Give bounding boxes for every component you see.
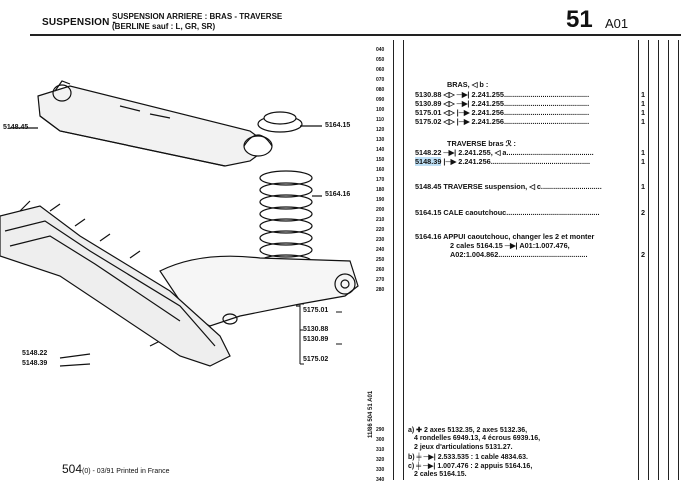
line-numbers-top: 040 050 060 070 080 090 100 110 120 130 140 150 160 1… bbox=[376, 45, 384, 295]
parts-row: 5148.45 TRAVERSE suspension, ◁ c........… bbox=[415, 182, 602, 191]
line-number: 060 bbox=[376, 67, 385, 73]
callout-5148-22: 5148.22 bbox=[22, 350, 48, 357]
parts-row-text: |─▶ 2.241.256...........................… bbox=[441, 157, 591, 166]
line-number: 160 bbox=[376, 167, 385, 173]
footer-sub: (0) - 03/91 Printed in France bbox=[82, 468, 170, 475]
note-a-2: 4 rondelles 6949.13, 4 écrous 6939.16, bbox=[414, 435, 541, 442]
qty: 1 bbox=[641, 182, 646, 191]
table-border-left bbox=[393, 40, 394, 480]
qty: 1 bbox=[641, 157, 646, 166]
callout-5130-88: 5130.88 bbox=[303, 326, 329, 333]
page-title: SUSPENSION ARRIERE : BRAS - TRAVERSE (BE… bbox=[112, 12, 282, 32]
line-number: 260 bbox=[376, 267, 385, 273]
parts-row: 5164.16 APPUI caoutchouc, changer les 2 … bbox=[415, 232, 595, 241]
line-number: 100 bbox=[376, 107, 385, 113]
table-border-right bbox=[678, 40, 679, 480]
note-a-3: 2 jeux d'articulations 5131.27. bbox=[414, 444, 513, 451]
table-border-c bbox=[658, 40, 659, 480]
line-number: 290 bbox=[376, 427, 385, 433]
title-line-2: (BERLINE sauf : L, GR, SR) bbox=[112, 22, 216, 31]
line-number: 120 bbox=[376, 127, 385, 133]
line-number: 280 bbox=[376, 287, 385, 293]
highlighted-ref: 5148.39 bbox=[415, 157, 442, 166]
title-line-1: SUSPENSION ARRIERE : BRAS - TRAVERSE bbox=[112, 12, 283, 21]
line-number: 130 bbox=[376, 137, 385, 143]
line-number: 220 bbox=[376, 227, 385, 233]
callout-5130-89: 5130.89 bbox=[303, 336, 329, 343]
callout-5148-39: 5148.39 bbox=[22, 360, 48, 367]
section-label: SUSPENSION - bbox=[42, 17, 117, 28]
note-c: c) ╪ ─▶| 1.007.476 : 2 appuis 5164.16, bbox=[408, 463, 533, 470]
page-number: 51 bbox=[566, 6, 593, 33]
parts-row: 5164.15 CALE caoutchouc.................… bbox=[415, 208, 600, 217]
table-border-a bbox=[403, 40, 404, 480]
parts-row: 5130.89 ◁▷ ─▶| 2.241.255................… bbox=[415, 99, 590, 108]
parts-row-cont: A02:1.004.862...........................… bbox=[450, 250, 588, 259]
parts-row: 5175.01 ◁▷ |─▶ 2.241.256................… bbox=[415, 108, 590, 117]
suspension-diagram bbox=[0, 80, 359, 367]
line-number: 330 bbox=[376, 467, 385, 473]
qty: 1 bbox=[641, 90, 646, 99]
note-c-2: 2 cales 5164.15. bbox=[414, 471, 467, 478]
header-rule bbox=[30, 34, 681, 36]
note-b: b) ╪ ─▶| 2.533.535 : 1 cable 4834.63. bbox=[408, 454, 528, 461]
line-number: 070 bbox=[376, 77, 385, 83]
parts-row-highlighted: 5148.39 |─▶ 2.241.256...................… bbox=[415, 157, 590, 166]
line-number: 040 bbox=[376, 47, 385, 53]
footer: 504(0) - 03/91 Printed in France bbox=[62, 462, 170, 476]
table-border-qty bbox=[638, 40, 639, 480]
line-numbers-bottom: 290 300 310 320 330 340 bbox=[376, 425, 384, 485]
line-number: 180 bbox=[376, 187, 385, 193]
page-sub: A01 bbox=[605, 16, 629, 31]
callout-5164-16: 5164.16 bbox=[325, 191, 351, 198]
callout-5148-45: 5148.45 bbox=[3, 124, 29, 131]
line-number: 270 bbox=[376, 277, 385, 283]
parts-row: 5148.22 ─▶| 2.241.255, ◁ a..............… bbox=[415, 148, 594, 157]
line-number: 080 bbox=[376, 87, 385, 93]
parts-row: 5175.02 ◁▷ |─▶ 2.241.256................… bbox=[415, 117, 590, 126]
line-number: 140 bbox=[376, 147, 385, 153]
side-code: 11/86 504 51 A01 bbox=[368, 390, 374, 438]
line-number: 090 bbox=[376, 97, 385, 103]
callout-5164-15: 5164.15 bbox=[325, 122, 351, 129]
qty: 2 bbox=[641, 208, 646, 217]
line-number: 250 bbox=[376, 257, 385, 263]
line-number: 170 bbox=[376, 177, 385, 183]
callout-bracket bbox=[299, 303, 342, 365]
line-number: 150 bbox=[376, 157, 385, 163]
line-number: 300 bbox=[376, 437, 385, 443]
line-number: 340 bbox=[376, 477, 385, 483]
callout-5175-02: 5175.02 bbox=[303, 356, 329, 363]
table-border-b bbox=[648, 40, 649, 480]
parts-row: 5130.88 ◁▷ ─▶| 2.241.255................… bbox=[415, 90, 590, 99]
line-number: 310 bbox=[376, 447, 385, 453]
parts-row-heading-bras: BRAS, ◁ b : bbox=[447, 80, 489, 89]
parts-row-cont: 2 cales 5164.15 ─▶| A01:1.007.476, bbox=[450, 241, 570, 250]
callout-5175-01: 5175.01 bbox=[303, 307, 329, 314]
qty: 1 bbox=[641, 117, 646, 126]
line-number: 200 bbox=[376, 207, 385, 213]
line-number: 050 bbox=[376, 57, 385, 63]
line-number: 320 bbox=[376, 457, 385, 463]
line-number: 210 bbox=[376, 217, 385, 223]
line-number: 190 bbox=[376, 197, 385, 203]
parts-row-heading-traverse: TRAVERSE bras ℛ : bbox=[447, 139, 516, 148]
qty: 1 bbox=[641, 108, 646, 117]
line-number: 110 bbox=[376, 117, 385, 123]
note-a: a) ✚ 2 axes 5132.35, 2 axes 5132.36, bbox=[408, 427, 528, 434]
qty: 1 bbox=[641, 99, 646, 108]
qty: 2 bbox=[641, 250, 646, 259]
table-border-d bbox=[668, 40, 669, 480]
line-number: 240 bbox=[376, 247, 385, 253]
qty: 1 bbox=[641, 148, 646, 157]
line-number: 230 bbox=[376, 237, 385, 243]
footer-main: 504 bbox=[62, 462, 83, 476]
